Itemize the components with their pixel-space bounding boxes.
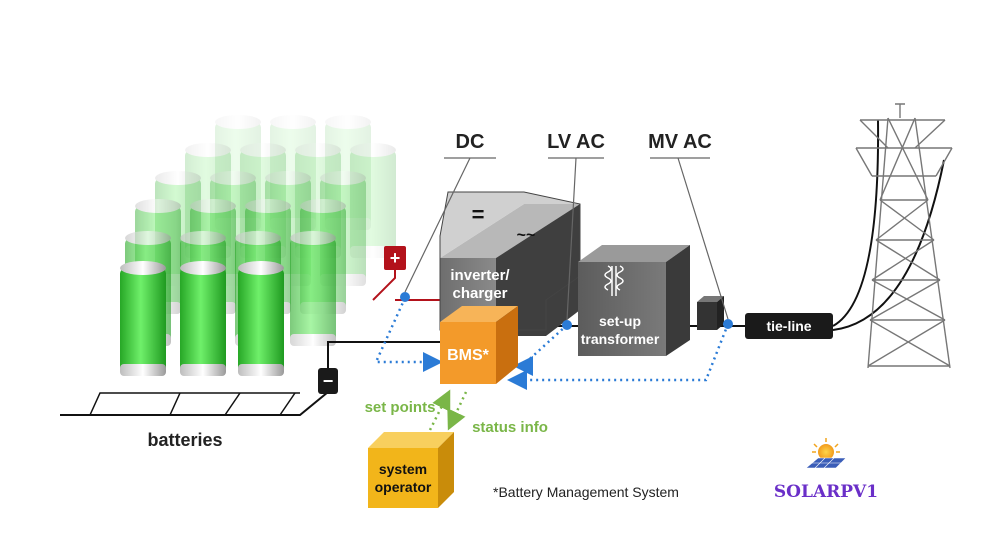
negative-terminal: −	[318, 368, 338, 394]
equals-symbol: =	[472, 202, 485, 227]
logo-text: SOLARPV1	[774, 482, 878, 502]
battery-cell-icon	[120, 261, 166, 376]
batteries-label: batteries	[147, 430, 222, 450]
breaker-box	[697, 296, 724, 330]
mv-ac-label: MV AC	[648, 131, 712, 153]
callouts: DC LV AC MV AC	[404, 131, 729, 321]
lv-ac-sense-line	[513, 320, 572, 376]
operator-label-1: system	[379, 461, 427, 477]
sun-panel-icon	[805, 438, 847, 469]
solarpv1-logo: SOLARPV1	[774, 438, 878, 502]
battery-cell-icon	[180, 261, 226, 376]
dc-sense-line	[374, 292, 443, 372]
inverter-label-2: charger	[452, 285, 507, 302]
bms-box: BMS*	[440, 306, 518, 384]
transformer-coil-icon	[604, 265, 624, 296]
battery-cell-icon	[290, 231, 336, 346]
battery-cell-icon	[238, 261, 284, 376]
minus-sign: −	[323, 371, 334, 391]
tie-line: tie-line	[745, 119, 945, 339]
control-links: set points status info	[365, 389, 548, 436]
transformer-label-1: set-up	[599, 313, 641, 329]
wave-symbol: ~~	[517, 227, 536, 244]
tie-line-label: tie-line	[766, 318, 811, 334]
status-info-label: status info	[472, 419, 548, 436]
set-points-label: set points	[365, 399, 436, 416]
system-operator-box: system operator	[368, 432, 454, 508]
inverter-label-1: inverter/	[450, 267, 510, 284]
mv-ac-sense-line	[507, 319, 733, 390]
operator-label-2: operator	[375, 479, 432, 495]
lv-ac-label: LV AC	[547, 131, 605, 153]
footnote: *Battery Management System	[493, 484, 679, 500]
battery-array	[120, 115, 396, 376]
transformer-label-2: transformer	[581, 331, 660, 347]
bms-label: BMS*	[447, 347, 490, 364]
dc-label: DC	[456, 131, 485, 153]
setup-transformer: set-up transformer	[578, 245, 690, 356]
plus-sign: +	[390, 248, 401, 268]
transmission-tower-icon	[855, 103, 953, 369]
